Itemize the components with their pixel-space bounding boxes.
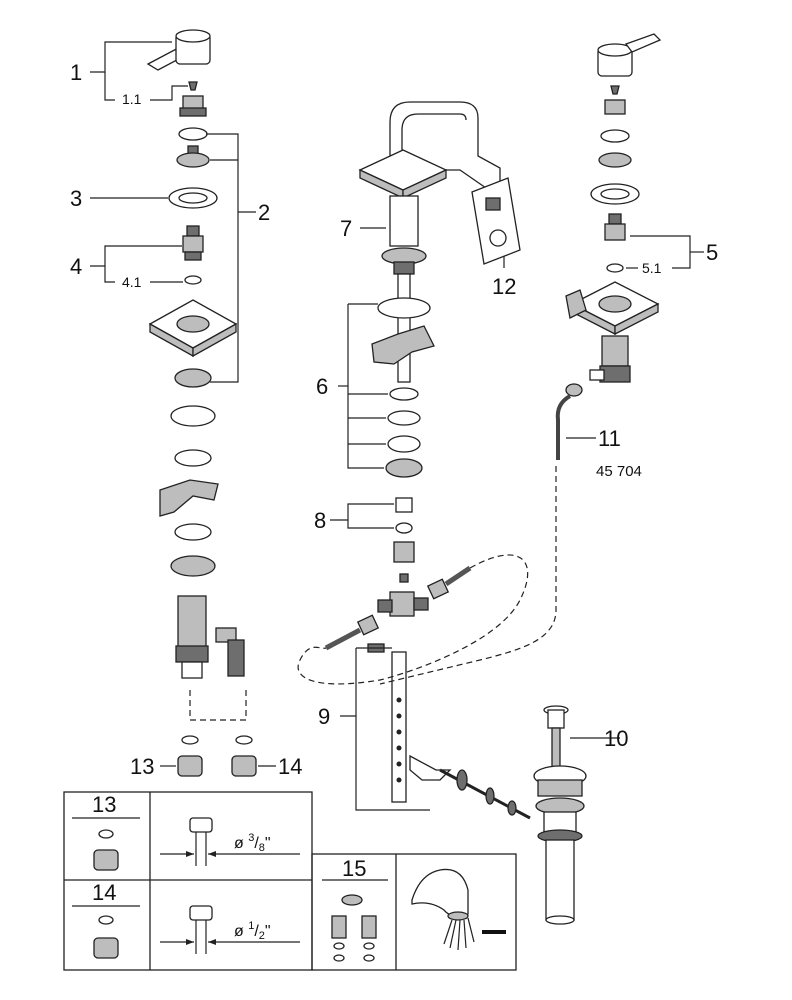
pop-up-drain: [533, 705, 587, 925]
box-15-ring-left: [333, 942, 345, 950]
table-row-13-id: 13: [92, 792, 116, 817]
pivot-rod: [409, 754, 531, 820]
table-row-14-id: 14: [92, 880, 116, 905]
box-15-cartridge-left: [331, 915, 347, 939]
right-handle-assembly: [555, 33, 662, 460]
lock-ring-left: [170, 405, 216, 427]
hose-routing-left: [297, 554, 529, 685]
box-15-ring-right: [363, 942, 375, 950]
adapter-table: 13 14 ø 3/8" ø 1/2": [63, 791, 313, 971]
table-14-pipe-dim: [160, 905, 300, 954]
hose-left-center: [324, 614, 380, 651]
deck-section-right: [565, 289, 587, 319]
spindle-nut-right: [598, 152, 632, 168]
left-handle-assembly: [146, 29, 245, 679]
hex-nut-left: [170, 555, 216, 577]
nut-8a: [395, 497, 413, 513]
callout-3: 3: [70, 186, 82, 211]
connector-nut: [393, 541, 415, 563]
table-13-washer: [98, 829, 114, 839]
seal-6a: [389, 387, 419, 401]
right-callout-lines: [566, 235, 704, 439]
callout-9: 9: [318, 704, 330, 729]
connector-pin: [399, 573, 409, 583]
callout-4-1: 4.1: [122, 274, 142, 290]
callout-2: 2: [258, 200, 270, 225]
handle-screw-right: [610, 85, 620, 95]
valve-body-right: [589, 335, 631, 383]
washer-left-b: [174, 449, 212, 467]
box-15-id: 15: [342, 856, 366, 881]
callout-7: 7: [340, 216, 352, 241]
seal-6c: [387, 435, 421, 453]
callout-1: 1: [70, 60, 82, 85]
left-callout-lines: [90, 41, 256, 383]
callout-13: 13: [130, 754, 154, 779]
deck-section-center: [371, 325, 435, 365]
washer-left-3-hole: [178, 192, 208, 204]
lift-rod-bracket: [367, 643, 407, 803]
table-14-dimension: ø 1/2": [234, 920, 271, 942]
seal-6b: [387, 410, 421, 426]
washer-8b: [395, 522, 413, 534]
cartridge-small: [179, 95, 207, 117]
box-15-ring-right-2: [363, 954, 375, 962]
callout-14: 14: [278, 754, 302, 779]
cartridge-5: [604, 213, 626, 241]
handle-screw: [188, 81, 198, 91]
square-escutcheon-left: [148, 299, 238, 358]
box-15-ring-left-2: [333, 954, 345, 962]
hose-right-center: [426, 565, 472, 600]
box-15-spout-spray: [411, 868, 506, 951]
deck-section-left: [159, 479, 219, 517]
callout-10: 10: [604, 726, 628, 751]
washer-left-c: [174, 523, 212, 541]
table-13-dimension: ø 3/8": [234, 832, 271, 854]
outlet-14: [231, 735, 257, 777]
box-15-cap: [341, 894, 363, 906]
spout-assembly: [358, 101, 501, 383]
o-ring-right: [600, 129, 630, 143]
valve-body-left: [175, 595, 209, 679]
outlet-13: [177, 735, 203, 777]
callout-4: 4: [70, 254, 82, 279]
mounting-nut-left: [174, 368, 212, 388]
tee-connector: [377, 591, 429, 617]
aerator-box-15: 15: [311, 853, 517, 971]
hose-11: [555, 383, 583, 460]
spout-o-ring: [377, 297, 431, 319]
callout-12: 12: [492, 274, 516, 299]
callout-11: 11: [598, 426, 621, 451]
handle-lever: [146, 29, 211, 71]
o-ring-5-1: [606, 263, 624, 273]
box-15-cartridge-right: [361, 915, 377, 939]
o-ring-left-1: [178, 127, 208, 141]
callout-8: 8: [314, 508, 326, 533]
installation-card-12: [471, 177, 521, 265]
callout-1-1: 1.1: [122, 91, 142, 107]
callout-5: 5: [706, 240, 718, 265]
seal-6d: [385, 458, 423, 478]
table-13-nut: [93, 849, 119, 871]
callout-11-part-number: 45 704: [596, 463, 642, 480]
cartridge-4: [182, 225, 204, 261]
o-ring-4-1: [184, 275, 202, 285]
callout-6: 6: [316, 374, 328, 399]
table-14-nut: [93, 937, 119, 959]
center-callout-lines: [330, 227, 620, 811]
handle-lever-right: [597, 33, 662, 77]
cartridge-small-right: [604, 99, 626, 115]
table-14-washer: [98, 915, 114, 925]
callout-5-1: 5.1: [642, 260, 662, 276]
elbow-outlet-left: [215, 627, 245, 677]
spindle-nut: [176, 145, 210, 168]
table-13-pipe-dim: [160, 817, 300, 866]
washer-right-hole: [600, 188, 630, 200]
